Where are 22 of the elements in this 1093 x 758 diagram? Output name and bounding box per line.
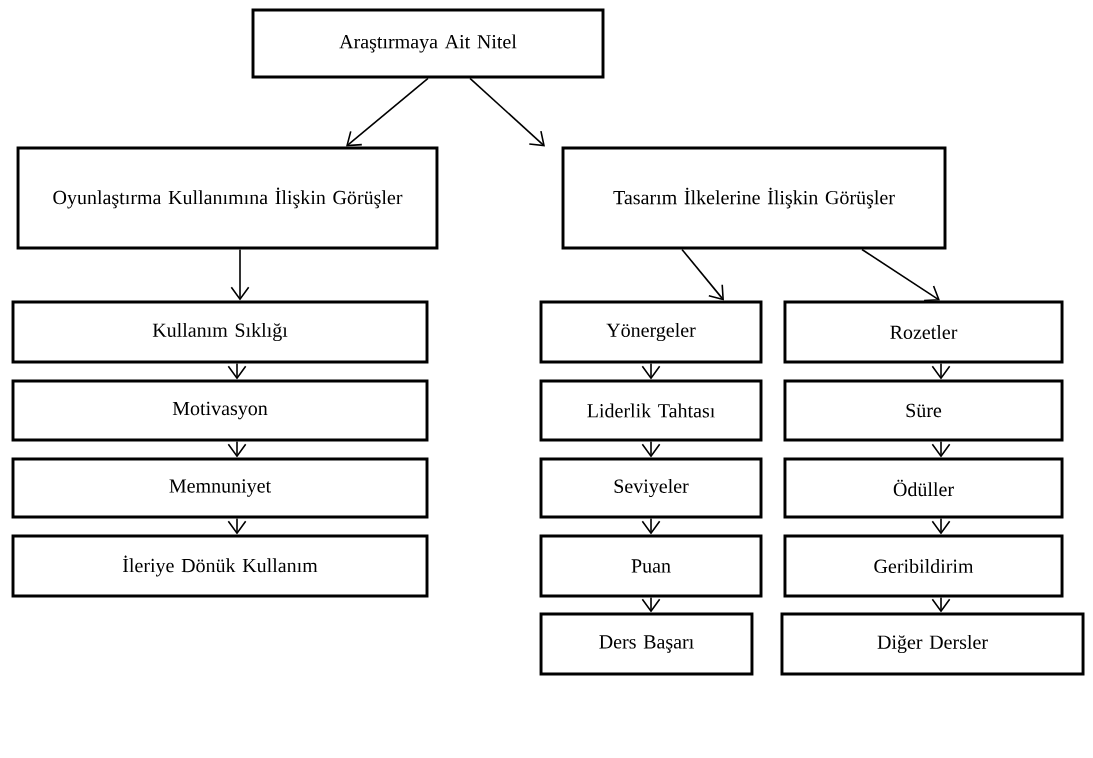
box: Seviyeler [539, 457, 763, 519]
box: Yönergeler [539, 300, 763, 364]
box: Rozetler [783, 300, 1064, 364]
arrow [469, 77, 545, 147]
box: Memnuniyet [11, 457, 429, 519]
box: Süre [783, 379, 1064, 442]
box: Geribildirim [783, 534, 1064, 598]
box: Araştırmaya Ait Nitel [251, 8, 605, 79]
box: Ödüller [783, 457, 1064, 519]
box: Tasarım İlkelerine İlişkin Görüşler [561, 146, 947, 250]
box: Oyunlaştırma Kullanımına İlişkin Görüşler [16, 146, 439, 250]
box: Kullanım Sıklığı [11, 300, 429, 364]
box: Ders Başarı [539, 612, 754, 676]
arrow [346, 77, 429, 147]
arrow [861, 248, 940, 302]
box: Motivasyon [11, 379, 429, 442]
box: Liderlik Tahtası [539, 379, 763, 442]
box: İleriye Dönük Kullanım [11, 534, 429, 598]
box: Puan [539, 534, 763, 598]
arrow [681, 248, 724, 301]
arrow [230, 248, 250, 301]
box: Diğer Dersler [780, 612, 1085, 676]
